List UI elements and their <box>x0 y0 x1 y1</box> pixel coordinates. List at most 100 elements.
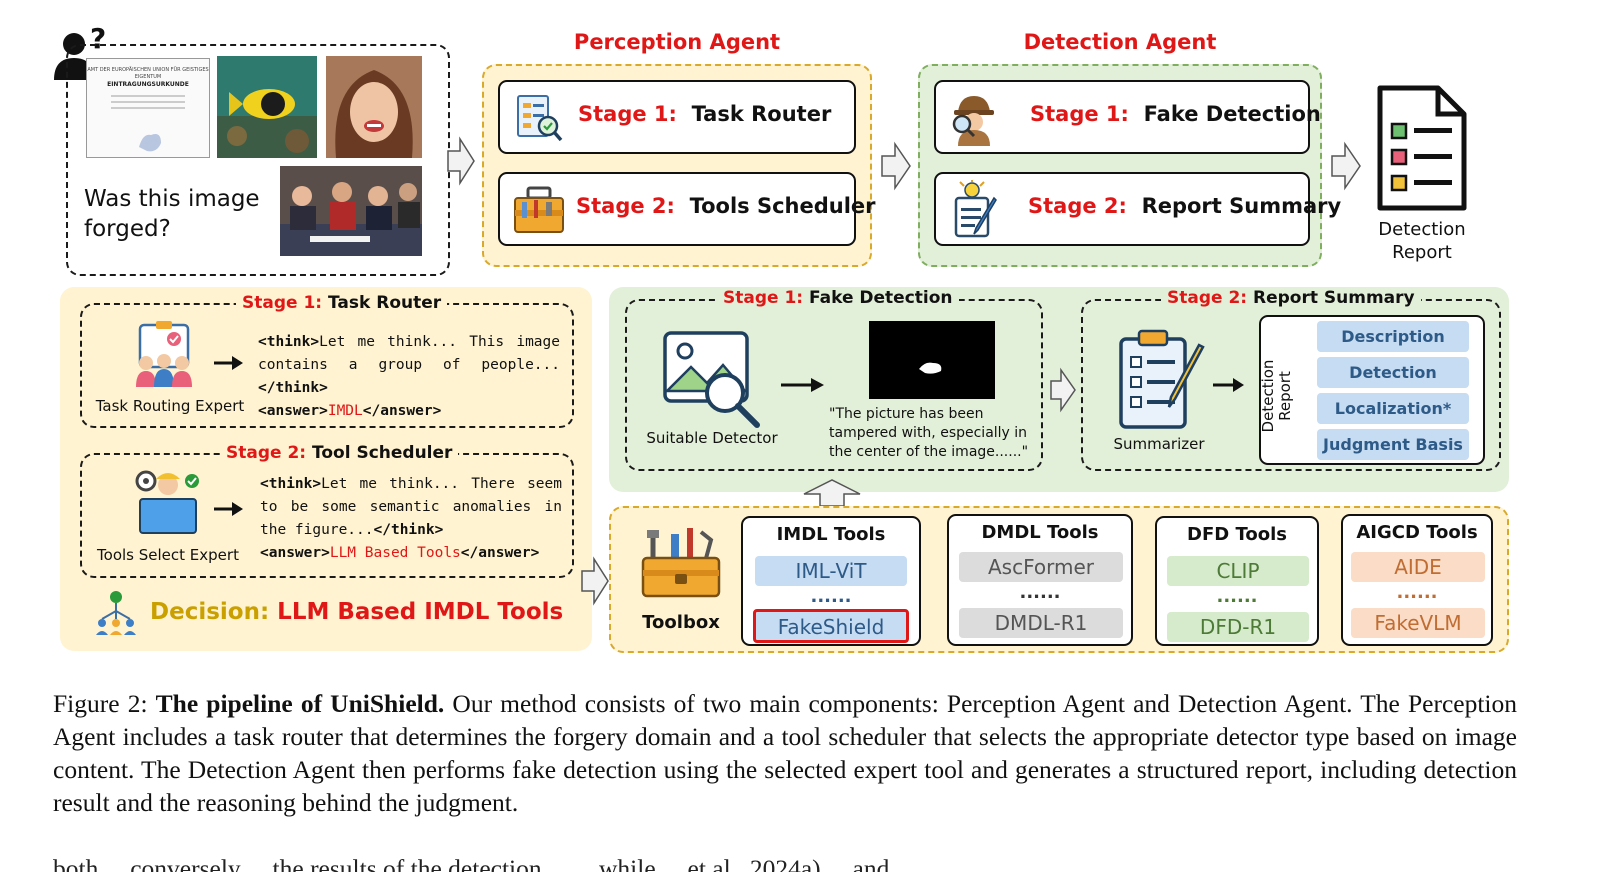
report-item-localization: Localization* <box>1317 393 1469 424</box>
tool-ellipsis: ...... <box>1216 586 1258 607</box>
flow-arrow-up <box>803 479 861 507</box>
doc-thumb-line-1: AMT DER EUROPÄISCHEN UNION FÜR GEISTIGES <box>87 67 209 73</box>
perception-agent-title: Perception Agent <box>573 30 781 54</box>
arrow-right <box>781 378 824 392</box>
doc-thumb-line-2: EIGENTUM <box>134 74 162 80</box>
tool-chip[interactable]: IML-ViT <box>755 556 907 586</box>
doc-thumb-line-3: EINTRAGUNGSURKUNDE <box>107 81 189 88</box>
meeting-photo <box>280 166 422 256</box>
think-close-tag: </think> <box>373 522 444 538</box>
perception-detail-panel: Stage 1: Task Router Task Routing Expert… <box>60 287 592 651</box>
decision-line: Decision: LLM Based IMDL Tools <box>150 599 563 625</box>
think-text: Let me think... There seem to be some se… <box>260 476 562 538</box>
tool-scheduler-detail-title: Stage 2: Tool Scheduler <box>220 443 459 463</box>
cut-off-body-text: both ... conversely ... the results of t… <box>53 854 941 872</box>
toolbox-icon <box>514 186 564 233</box>
decision-team-icon <box>96 591 136 635</box>
report-summary-detail-title: Stage 2: Report Summary <box>1161 288 1421 308</box>
report-item-description: Description <box>1317 321 1469 352</box>
caption-label: Figure 2: <box>53 689 148 718</box>
user-question-text: Was this image forged? <box>84 186 260 242</box>
report-item-detection: Detection <box>1317 357 1469 388</box>
arrow-right <box>214 356 243 370</box>
stage-title: Report Summary <box>1141 194 1342 218</box>
detection-report-icon <box>1377 85 1467 211</box>
stage-title: Tool Scheduler <box>312 443 453 463</box>
caption-bold: The pipeline of UniShield. <box>155 689 445 718</box>
answer-text: IMDL <box>327 403 363 419</box>
summarizer-label: Summarizer <box>1113 435 1205 453</box>
stage-prefix: Stage 2: <box>576 194 675 218</box>
stage-title: Task Router <box>691 102 832 126</box>
tool-scheduler-reasoning: <think>Let me think... There seem to be … <box>260 473 562 565</box>
caption-text: Our method consists of two main componen… <box>53 689 1518 817</box>
answer-close-tag: </answer> <box>460 545 540 561</box>
think-close-tag: </think> <box>258 380 328 396</box>
decision-value: LLM Based IMDL Tools <box>277 599 564 625</box>
perception-agent-box: Stage 1: Task Router Stage 2: Tools Sche… <box>482 64 876 267</box>
detection-detail-panel: Stage 1: Fake Detection Suitable Detecto… <box>609 287 1509 492</box>
answer-tag: <answer> <box>258 403 328 419</box>
tool-chip[interactable]: CLIP <box>1167 556 1309 586</box>
stage-title: Report Summary <box>1253 288 1415 308</box>
face-photo <box>326 56 422 158</box>
tool-chip[interactable]: AscFormer <box>959 552 1123 582</box>
toolbox-panel: Toolbox IMDL Tools IML-ViT ...... FakeSh… <box>609 506 1509 653</box>
tool-ellipsis: ...... <box>1396 582 1438 603</box>
task-routing-expert-label: Task Routing Expert <box>95 397 245 415</box>
tool-ellipsis: ...... <box>1019 582 1061 603</box>
eu-map-graphic <box>139 134 161 152</box>
detection-agent-box: Stage 1: Fake Detection Stage 2: Report … <box>918 64 1341 267</box>
suitable-detector-label: Suitable Detector <box>646 429 778 447</box>
stage-title: Task Router <box>328 293 442 313</box>
tool-ellipsis: ...... <box>810 586 852 607</box>
tools-select-expert-icon <box>135 470 199 534</box>
detection-agent-title: Detection Agent <box>1023 30 1217 54</box>
tool-group-title: DFD Tools <box>1187 524 1287 545</box>
arrow-right <box>1213 378 1244 392</box>
suitable-detector-icon <box>663 331 760 428</box>
think-tag: <think> <box>258 334 320 350</box>
tool-group-title: IMDL Tools <box>776 524 886 545</box>
detection-result-quote: "The picture has been tampered with, esp… <box>829 406 1029 460</box>
stage-title: Fake Detection <box>809 288 953 308</box>
detection-stage2-label: Stage 2: Report Summary <box>1028 194 1341 218</box>
tool-chip[interactable]: DFD-R1 <box>1167 612 1309 642</box>
flow-arrow-5 <box>1050 367 1076 413</box>
tool-group-dfd: DFD Tools CLIP ...... DFD-R1 <box>1155 516 1319 646</box>
arrow-right <box>214 502 243 516</box>
stage-title: Tools Scheduler <box>689 194 876 218</box>
report-label-line-2: Report <box>1392 242 1452 263</box>
decision-prefix: Decision: <box>150 599 270 625</box>
perception-stage1-card: Stage 1: Task Router <box>498 80 856 154</box>
svg-text:?: ? <box>90 24 106 55</box>
task-router-icon <box>517 95 563 142</box>
answer-text: LLM Based Tools <box>329 545 461 561</box>
report-structure-box: Detection Report Description Detection L… <box>1259 315 1485 465</box>
flow-arrow-1 <box>447 136 475 186</box>
stage-prefix: Stage 1: <box>723 288 804 308</box>
tool-group-imdl: IMDL Tools IML-ViT ...... FakeShield <box>741 516 921 646</box>
answer-close-tag: </answer> <box>362 403 442 419</box>
stage-prefix: Stage 2: <box>226 443 307 463</box>
detection-report-label: Detection Report <box>1366 218 1478 264</box>
perception-stage1-label: Stage 1: Task Router <box>578 102 831 126</box>
detection-stage1-card: Stage 1: Fake Detection <box>934 80 1321 154</box>
tool-chip[interactable]: DMDL-R1 <box>959 608 1123 638</box>
detective-icon <box>952 96 994 146</box>
forgery-mask-image <box>869 321 995 399</box>
document-thumbnail: AMT DER EUROPÄISCHEN UNION FÜR GEISTIGES… <box>86 58 210 158</box>
stage-prefix: Stage 1: <box>1030 102 1129 126</box>
tool-group-title: DMDL Tools <box>981 522 1099 543</box>
perception-stage2-label: Stage 2: Tools Scheduler <box>576 194 876 218</box>
tool-chip[interactable]: FakeVLM <box>1351 608 1485 638</box>
think-tag: <think> <box>260 476 322 492</box>
summarizer-icon <box>1119 329 1205 429</box>
tools-select-expert-label: Tools Select Expert <box>97 546 239 564</box>
task-router-detail-title: Stage 1: Task Router <box>236 293 448 313</box>
tool-chip[interactable]: AIDE <box>1351 552 1485 582</box>
tool-chip-selected[interactable]: FakeShield <box>753 609 909 643</box>
stage-prefix: Stage 2: <box>1028 194 1127 218</box>
toolbox-label: Toolbox <box>642 612 720 633</box>
stage-prefix: Stage 1: <box>578 102 677 126</box>
